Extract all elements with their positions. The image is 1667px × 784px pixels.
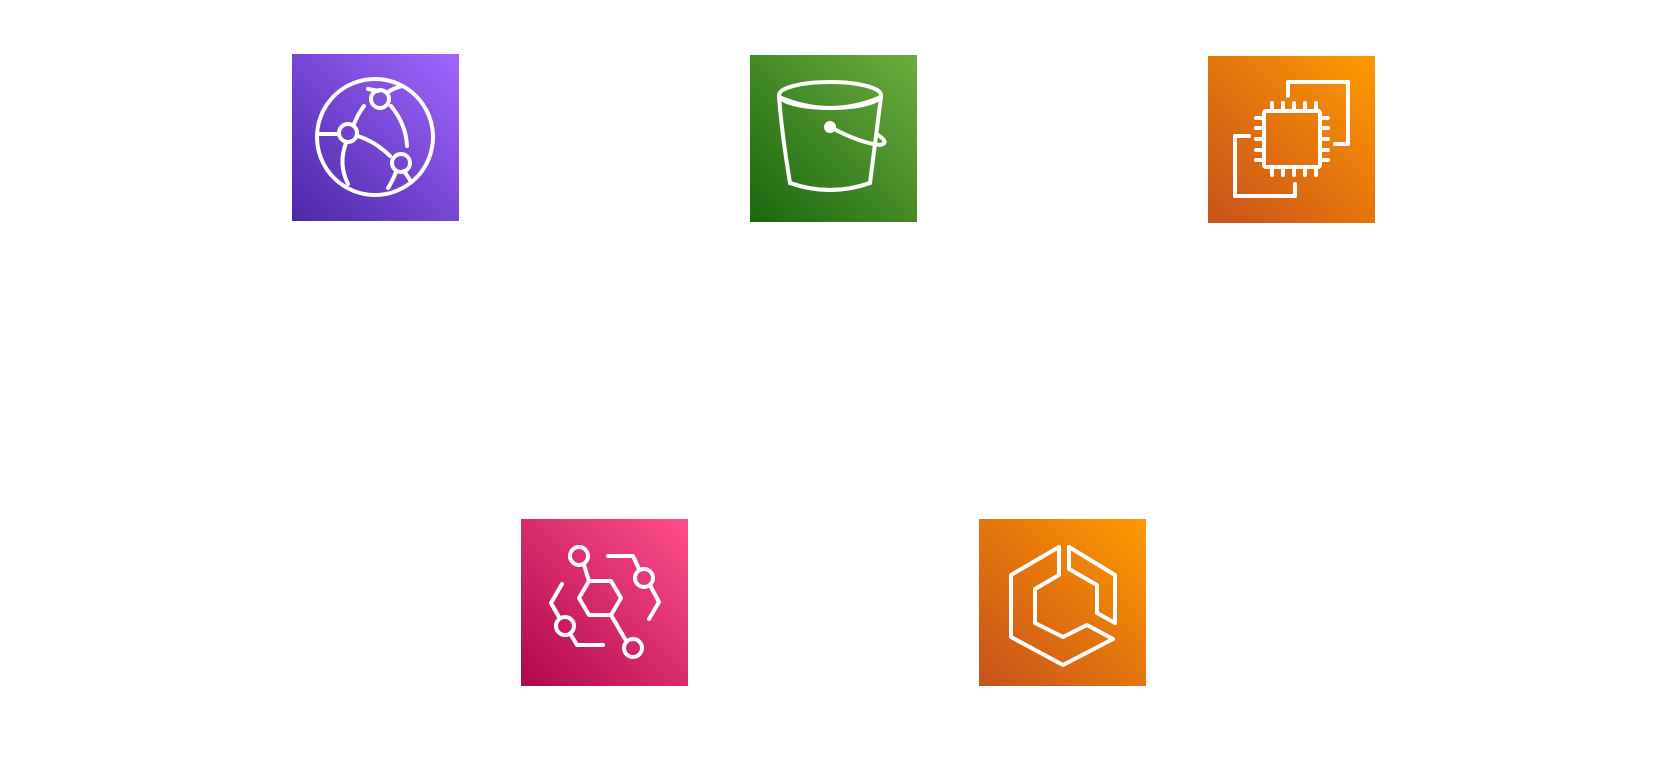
cloudfront-icon: [292, 54, 459, 221]
eventbridge-icon: [521, 519, 688, 686]
ec2-instance-icon: [1208, 56, 1375, 223]
s3-bucket-icon: [750, 55, 917, 222]
ecs-container-icon: [979, 519, 1146, 686]
